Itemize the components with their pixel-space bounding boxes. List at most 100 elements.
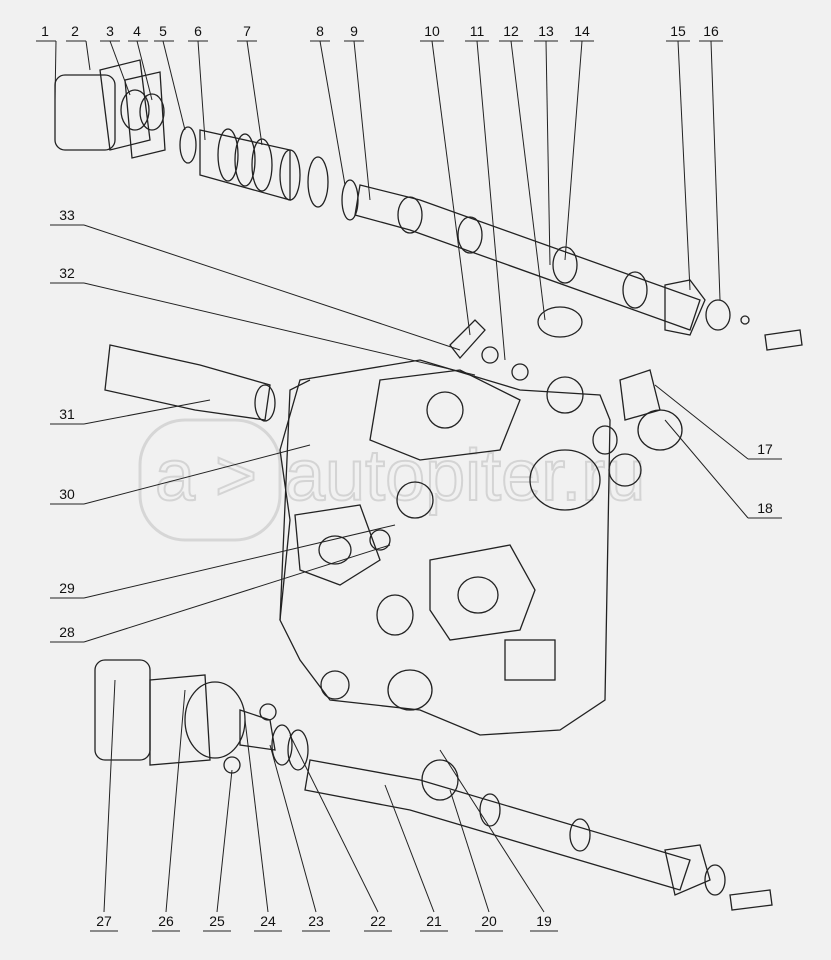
leader-line [162, 40, 186, 131]
leader-line [384, 784, 435, 913]
watermark-text: autopiter.ru [285, 436, 645, 516]
leader-line [269, 744, 317, 913]
callout-23: 23 [269, 744, 330, 932]
svg-text:>: > [215, 436, 257, 516]
leader-line [476, 40, 506, 361]
callout-3: 3 [100, 23, 131, 96]
callout-8: 8 [310, 23, 346, 186]
callout-number: 9 [350, 23, 358, 39]
leader-line [85, 40, 91, 71]
callout-number: 31 [59, 406, 75, 422]
callout-number: 17 [757, 441, 773, 457]
leader-line [246, 40, 263, 146]
callout-18: 18 [664, 419, 782, 519]
leader-line [83, 399, 211, 425]
leader-line [664, 419, 749, 519]
leader-line [244, 719, 269, 913]
callout-number: 20 [481, 913, 497, 929]
leader-line [431, 40, 471, 336]
callout-6: 6 [188, 23, 208, 141]
leader-line [83, 544, 391, 643]
callout-number: 2 [71, 23, 79, 39]
callout-25: 25 [203, 769, 233, 932]
leader-line [83, 524, 396, 599]
callout-number: 29 [59, 580, 75, 596]
leader-line [677, 40, 691, 291]
callout-number: 33 [59, 207, 75, 223]
callout-number: 16 [703, 23, 719, 39]
leader-line [545, 40, 551, 266]
callout-10: 10 [420, 23, 471, 336]
callout-27: 27 [90, 679, 118, 932]
leader-line [136, 40, 153, 101]
callout-number: 11 [470, 23, 485, 39]
leader-line [510, 40, 546, 321]
callout-22: 22 [289, 734, 392, 932]
callout-number: 32 [59, 265, 75, 281]
callout-9: 9 [344, 23, 371, 201]
callout-number: 8 [316, 23, 324, 39]
leader-line [319, 40, 346, 186]
leader-line [654, 384, 749, 460]
callout-15: 15 [666, 23, 691, 291]
leader-line [289, 734, 379, 913]
callout-number: 13 [538, 23, 554, 39]
callout-number: 27 [96, 913, 112, 929]
callout-number: 30 [59, 486, 75, 502]
callout-33: 33 [50, 207, 461, 351]
callout-26: 26 [152, 689, 186, 932]
callout-number: 26 [158, 913, 174, 929]
callout-4: 4 [128, 23, 153, 101]
callout-21: 21 [384, 784, 448, 932]
callout-number: 6 [194, 23, 202, 39]
callout-number: 25 [209, 913, 225, 929]
callout-number: 24 [260, 913, 276, 929]
callout-number: 21 [426, 913, 442, 929]
leader-line [449, 789, 490, 913]
callout-12: 12 [499, 23, 546, 321]
leader-line [165, 689, 186, 913]
watermark-logo: a > autopiter.ru [138, 418, 646, 542]
leader-line [83, 282, 476, 376]
callout-24: 24 [244, 719, 282, 932]
callout-19: 19 [439, 749, 558, 932]
leader-line [109, 40, 131, 96]
callout-5: 5 [154, 23, 186, 131]
parts-drawing [54, 59, 803, 911]
callout-2: 2 [66, 23, 91, 71]
callout-number: 7 [243, 23, 251, 39]
callout-number: 28 [59, 624, 75, 640]
callout-number: 12 [503, 23, 519, 39]
callout-number: 14 [574, 23, 590, 39]
callout-number: 22 [370, 913, 386, 929]
callout-14: 14 [564, 23, 594, 261]
leader-line [54, 40, 57, 101]
leader-line [353, 40, 371, 201]
leader-line [710, 40, 721, 301]
callout-20: 20 [449, 789, 503, 932]
callout-13: 13 [534, 23, 558, 266]
leader-line [216, 769, 233, 913]
leader-line [103, 679, 116, 913]
leader-line [83, 444, 311, 505]
leader-line [197, 40, 206, 141]
callout-number: 19 [536, 913, 552, 929]
callout-32: 32 [50, 265, 476, 376]
leader-line [439, 749, 545, 913]
callout-28: 28 [50, 544, 391, 643]
callout-number: 15 [670, 23, 686, 39]
callout-number: 23 [308, 913, 324, 929]
callout-number: 10 [424, 23, 440, 39]
callout-30: 30 [50, 444, 311, 505]
callout-17: 17 [654, 384, 782, 460]
callout-11: 11 [465, 23, 506, 361]
leader-line [83, 224, 461, 351]
callout-number: 4 [133, 23, 141, 39]
leader-line [564, 40, 583, 261]
callout-number: 5 [159, 23, 167, 39]
callout-number: 3 [106, 23, 114, 39]
callout-31: 31 [50, 399, 211, 425]
callout-29: 29 [50, 524, 396, 599]
